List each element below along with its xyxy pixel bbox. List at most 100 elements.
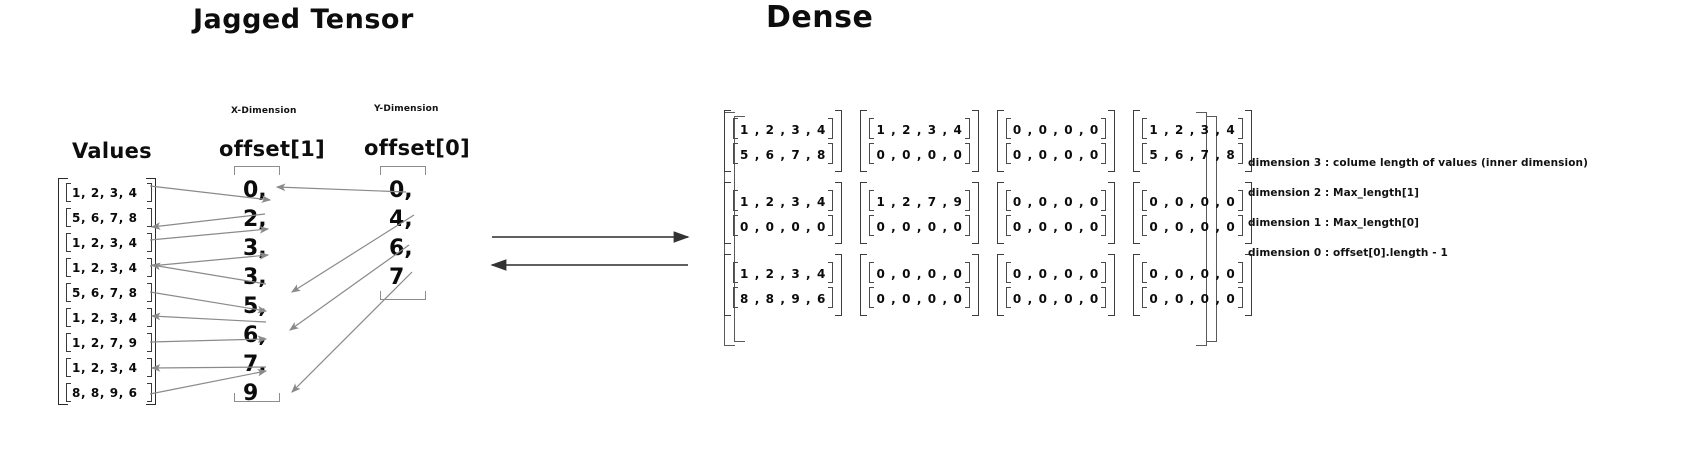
dense-title: Dense — [766, 0, 874, 35]
offset0-item: 0, — [389, 178, 413, 203]
dense-block: 1 , 2 , 3 , 4 5 , 6 , 7 , 8 — [724, 110, 843, 172]
values-column-label: Values — [72, 139, 152, 163]
dense-inner-row: 0 , 0 , 0 , 0 — [1142, 261, 1244, 284]
dense-inner-values: 0 , 0 , 0 , 0 — [1149, 195, 1236, 209]
dense-inner-values: 0 , 0 , 0 , 0 — [1149, 267, 1236, 281]
dense-inner-values: 0 , 0 , 0 , 0 — [876, 267, 963, 281]
offset1-bottom-bracket — [234, 393, 280, 402]
note-line: dimension 0 : offset[0].length - 1 — [1248, 247, 1448, 259]
dense-block: 0 , 0 , 0 , 0 0 , 0 , 0 , 0 — [1133, 254, 1253, 316]
dense-block: 0 , 0 , 0 , 0 0 , 0 , 0 , 0 — [1133, 182, 1253, 244]
dense-block: 1 , 2 , 3 , 4 0 , 0 , 0 , 0 — [724, 182, 843, 244]
dense-inner-row: 0 , 0 , 0 , 0 — [869, 142, 971, 165]
value-row: 1, 2, 7, 9 — [66, 330, 152, 355]
dense-inner-row: 0 , 0 , 0 , 0 — [1005, 117, 1107, 140]
offset1-item: 5, — [243, 294, 267, 319]
dense-inner-values: 1 , 2 , 3 , 4 — [740, 123, 827, 137]
dense-inner-values: 5 , 6 , 7 , 8 — [1149, 148, 1236, 162]
value-row: 8, 8, 9, 6 — [66, 380, 152, 405]
dense-block: 1 , 2 , 3 , 4 8 , 8 , 9 , 6 — [724, 254, 843, 316]
dense-inner-row: 0 , 0 , 0 , 0 — [1005, 261, 1107, 284]
offset0-column-label: offset[0] — [364, 136, 470, 160]
value-row-text: 1, 2, 3, 4 — [72, 310, 138, 325]
value-row: 5, 6, 7, 8 — [66, 205, 152, 230]
dense-row: 1 , 2 , 3 , 4 5 , 6 , 7 , 8 1 , 2 , 3 , 4 0… — [724, 110, 1253, 172]
dense-inner-values: 0 , 0 , 0 , 0 — [1012, 292, 1100, 306]
dense-block: 1 , 2 , 3 , 4 5 , 6 , 7 , 8 — [1133, 110, 1253, 172]
dense-inner-row: 1 , 2 , 3 , 4 — [733, 117, 834, 140]
dense-inner-values: 1 , 2 , 3 , 4 — [740, 195, 827, 209]
value-row-text: 1, 2, 7, 9 — [72, 335, 138, 350]
dense-inner-row: 0 , 0 , 0 , 0 — [869, 261, 971, 284]
dense-inner-row: 0 , 0 , 0 , 0 — [1005, 286, 1107, 309]
dense-inner-bracket-left — [734, 116, 745, 342]
note-line: dimension 1 : Max_length[0] — [1248, 217, 1420, 229]
offset1-item: 2, — [243, 207, 267, 232]
dense-block: 0 , 0 , 0 , 0 0 , 0 , 0 , 0 — [996, 110, 1116, 172]
offset1-item: 6, — [243, 323, 267, 348]
jagged-tensor-title: Jagged Tensor — [193, 4, 414, 35]
dense-inner-row: 0 , 0 , 0 , 0 — [1142, 286, 1244, 309]
offset0-item: 6, — [389, 236, 413, 261]
dense-inner-values: 1 , 2 , 3 , 4 — [876, 123, 963, 137]
values-outer-bracket-left — [58, 178, 68, 405]
dense-inner-values: 0 , 0 , 0 , 0 — [1012, 123, 1100, 137]
value-row: 1, 2, 3, 4 — [66, 180, 152, 205]
dense-inner-values: 1 , 2 , 3 , 4 — [740, 267, 827, 281]
dimension-notes: dimension 3 : colume length of values (i… — [1248, 157, 1668, 277]
dense-inner-values: 0 , 0 , 0 , 0 — [740, 220, 827, 234]
dense-inner-bracket-right — [1206, 116, 1217, 342]
dense-inner-row: 1 , 2 , 3 , 4 — [1142, 117, 1244, 140]
offset0-list: 0,4,6,7 — [389, 180, 413, 296]
offset1-top-bracket — [234, 166, 280, 175]
dense-inner-row: 1 , 2 , 3 , 4 — [733, 261, 834, 284]
dense-inner-row: 0 , 0 , 0 , 0 — [1142, 214, 1244, 237]
dense-block: 0 , 0 , 0 , 0 0 , 0 , 0 , 0 — [860, 254, 980, 316]
dense-inner-row: 0 , 0 , 0 , 0 — [869, 214, 971, 237]
dense-block: 0 , 0 , 0 , 0 0 , 0 , 0 , 0 — [996, 182, 1116, 244]
note-line: dimension 3 : colume length of values (i… — [1248, 157, 1589, 169]
offset1-item: 3, — [243, 236, 267, 261]
value-row-text: 1, 2, 3, 4 — [72, 235, 138, 250]
value-row: 1, 2, 3, 4 — [66, 355, 152, 380]
value-row-text: 1, 2, 3, 4 — [72, 360, 138, 375]
x-dimension-tag: X-Dimension — [231, 106, 297, 116]
value-row: 1, 2, 3, 4 — [66, 305, 152, 330]
dense-inner-values: 8 , 8 , 9 , 6 — [740, 292, 827, 306]
value-row-text: 5, 6, 7, 8 — [72, 210, 138, 225]
dense-inner-values: 0 , 0 , 0 , 0 — [876, 292, 963, 306]
offset1-column-label: offset[1] — [219, 137, 325, 161]
dense-inner-row: 1 , 2 , 3 , 4 — [733, 189, 834, 212]
value-row-text: 1, 2, 3, 4 — [72, 185, 138, 200]
dense-inner-values: 0 , 0 , 0 , 0 — [1012, 195, 1100, 209]
offset0-item: 4, — [389, 207, 413, 232]
offset0-bottom-bracket — [380, 291, 426, 300]
offset1-item: 3, — [243, 265, 267, 290]
dense-inner-row: 5 , 6 , 7 , 8 — [733, 142, 834, 165]
values-list: 1, 2, 3, 4 5, 6, 7, 8 1, 2, 3, 4 1, 2, 3, 4… — [66, 180, 152, 405]
offset1-item: 7, — [243, 352, 267, 377]
dense-inner-values: 5 , 6 , 7 , 8 — [740, 148, 827, 162]
dense-inner-values: 0 , 0 , 0 , 0 — [876, 220, 963, 234]
value-row-text: 5, 6, 7, 8 — [72, 285, 138, 300]
offset0-top-bracket — [380, 166, 426, 175]
value-row: 5, 6, 7, 8 — [66, 280, 152, 305]
dense-inner-row: 1 , 2 , 7 , 9 — [869, 189, 971, 212]
dense-inner-row: 8 , 8 , 9 , 6 — [733, 286, 834, 309]
value-row-text: 1, 2, 3, 4 — [72, 260, 138, 275]
dense-inner-row: 1 , 2 , 3 , 4 — [869, 117, 971, 140]
dense-inner-values: 0 , 0 , 0 , 0 — [1012, 220, 1100, 234]
value-row: 1, 2, 3, 4 — [66, 230, 152, 255]
jagged-dense-exchange-arrows — [490, 231, 690, 271]
offset1-list: 0,2,3,3,5,6,7,9 — [243, 180, 267, 412]
dense-inner-row: 0 , 0 , 0 , 0 — [1005, 189, 1107, 212]
dense-inner-row: 0 , 0 , 0 , 0 — [1005, 142, 1107, 165]
dense-inner-row: 0 , 0 , 0 , 0 — [1005, 214, 1107, 237]
dense-inner-values: 1 , 2 , 3 , 4 — [1149, 123, 1236, 137]
dense-block: 1 , 2 , 3 , 4 0 , 0 , 0 , 0 — [860, 110, 980, 172]
offset1-item: 0, — [243, 178, 267, 203]
y-dimension-tag: Y-Dimension — [374, 104, 439, 114]
note-line: dimension 2 : Max_length[1] — [1248, 187, 1420, 199]
dense-inner-values: 0 , 0 , 0 , 0 — [1012, 267, 1100, 281]
